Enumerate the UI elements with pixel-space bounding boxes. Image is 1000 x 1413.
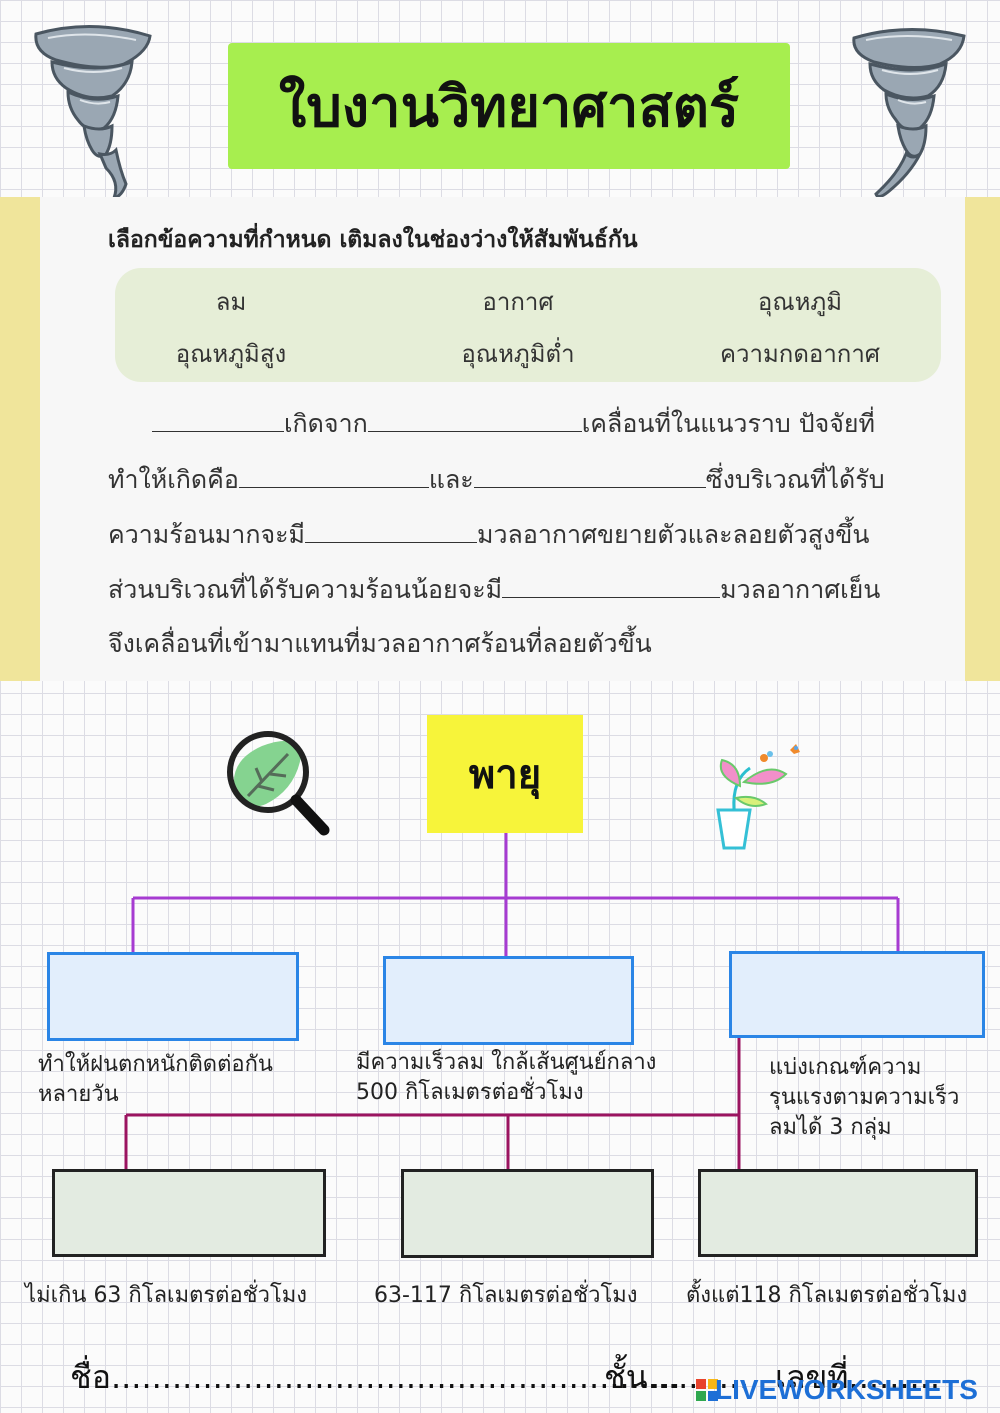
liveworksheets-logo-icon <box>695 1378 719 1402</box>
student-number-field[interactable]: เลขที่......... <box>775 1358 941 1396</box>
right-accent-bar <box>965 197 1000 681</box>
instruction-text: เลือกข้อความที่กำหนด เติมลงในช่องว่างให้… <box>108 227 638 253</box>
level2-description: 63-117 กิโลเมตรต่อชั่วโมง <box>374 1283 638 1308</box>
word-bank-item: อุณหภูมิต่ำ <box>461 340 575 368</box>
level2-description: ไม่เกิน 63 กิโลเมตรต่อชั่วโมง <box>25 1283 308 1308</box>
tornado-right-image <box>852 27 966 199</box>
word-bank-item: ลม <box>215 288 247 316</box>
paragraph-line-5: จึงเคลื่อนที่เข้ามาแทนที่มวลอากาศร้อนที่… <box>108 629 652 658</box>
description-line: ลมได้ 3 กลุ่ม <box>769 1115 892 1140</box>
paragraph-text: เกิดจาก <box>284 409 368 438</box>
paragraph-line-4: ส่วนบริเวณที่ได้รับความร้อนน้อยจะมี มวลอา… <box>108 570 880 610</box>
description-line: 500 กิโลเมตรต่อชั่วโมง <box>356 1080 584 1105</box>
answer-blank[interactable] <box>238 465 429 488</box>
description-line: แบ่งเกณฑ์ความ <box>769 1055 922 1080</box>
description-line: หลายวัน <box>38 1082 119 1107</box>
level1-description: แบ่งเกณฑ์ความ รุนแรงตามความเร็ว ลมได้ 3 … <box>769 1053 959 1143</box>
student-name-field[interactable]: ชื่อ....................................… <box>70 1358 681 1396</box>
paragraph-text: ทำให้เกิดคือ <box>108 465 239 494</box>
word-bank-item: ความกดอากาศ <box>719 340 881 368</box>
answer-box-level1[interactable] <box>383 956 634 1045</box>
answer-blank[interactable] <box>305 520 478 543</box>
description-line: มีความเร็วลม ใกล้เส้นศูนย์กลาง <box>356 1050 657 1075</box>
answer-blank[interactable] <box>367 409 582 432</box>
answer-blank[interactable] <box>502 575 721 598</box>
paragraph-text: ส่วนบริเวณที่ได้รับความร้อนน้อยจะมี <box>108 575 503 604</box>
paragraph-line-2: ทำให้เกิดคือ และ ซึ่งบริเวณที่ได้รับ <box>108 460 885 500</box>
description-line: รุนแรงตามความเร็ว <box>769 1085 960 1110</box>
paragraph-text: และ <box>428 465 474 494</box>
answer-box-level1[interactable] <box>729 951 985 1038</box>
class-field[interactable]: ชั้น.......... <box>604 1358 750 1396</box>
tornado-left-image <box>34 24 152 201</box>
paragraph-line-1: เกิดจาก เคลื่อนที่ในแนวราบ ปัจจัยที่ <box>152 404 875 444</box>
paragraph-text: ความร้อนมากจะมี <box>108 520 306 549</box>
magnifier-leaf-icon <box>227 731 330 836</box>
level2-description: ตั้งแต่118 กิโลเมตรต่อชั่วโมง <box>686 1283 968 1308</box>
left-accent-bar <box>0 197 40 681</box>
word-bank-item: อากาศ <box>482 288 554 316</box>
paragraph-text: ซึ่งบริเวณที่ได้รับ <box>705 465 885 494</box>
answer-blank[interactable] <box>152 409 284 432</box>
word-bank-item: อุณหภูมิ <box>757 288 843 316</box>
level1-description: ทำให้ฝนตกหนักติดต่อกัน หลายวัน <box>38 1050 273 1110</box>
paragraph-text: มวลอากาศขยายตัวและลอยตัวสูงขึ้น <box>477 520 870 549</box>
answer-box-level2[interactable] <box>401 1169 654 1258</box>
word-bank: ลม อากาศ อุณหภูมิ อุณหภูมิสูง อุณหภูมิต่… <box>115 268 941 382</box>
storm-root-label: พายุ <box>468 752 542 798</box>
answer-box-level1[interactable] <box>47 952 299 1041</box>
worksheet-title: ใบงานวิทยาศาสตร์ <box>278 73 740 140</box>
liveworksheets-brand: LIVEWORKSHEETS <box>715 1374 978 1405</box>
paragraph-text: มวลอากาศเย็น <box>720 575 881 604</box>
title-banner: ใบงานวิทยาศาสตร์ <box>228 43 790 169</box>
potted-plant-icon <box>716 744 800 850</box>
answer-box-level2[interactable] <box>698 1169 978 1257</box>
answer-blank[interactable] <box>473 465 706 488</box>
paragraph-text: เคลื่อนที่ในแนวราบ ปัจจัยที่ <box>581 409 876 438</box>
level1-description: มีความเร็วลม ใกล้เส้นศูนย์กลาง 500 กิโลเ… <box>356 1048 656 1108</box>
answer-box-level2[interactable] <box>52 1169 326 1257</box>
description-line: ทำให้ฝนตกหนักติดต่อกัน <box>38 1052 273 1077</box>
word-bank-item: อุณหภูมิสูง <box>175 340 287 368</box>
paragraph-line-3: ความร้อนมากจะมี มวลอากาศขยายตัวและลอยตัวส… <box>108 515 869 555</box>
storm-root-box: พายุ <box>427 715 583 833</box>
